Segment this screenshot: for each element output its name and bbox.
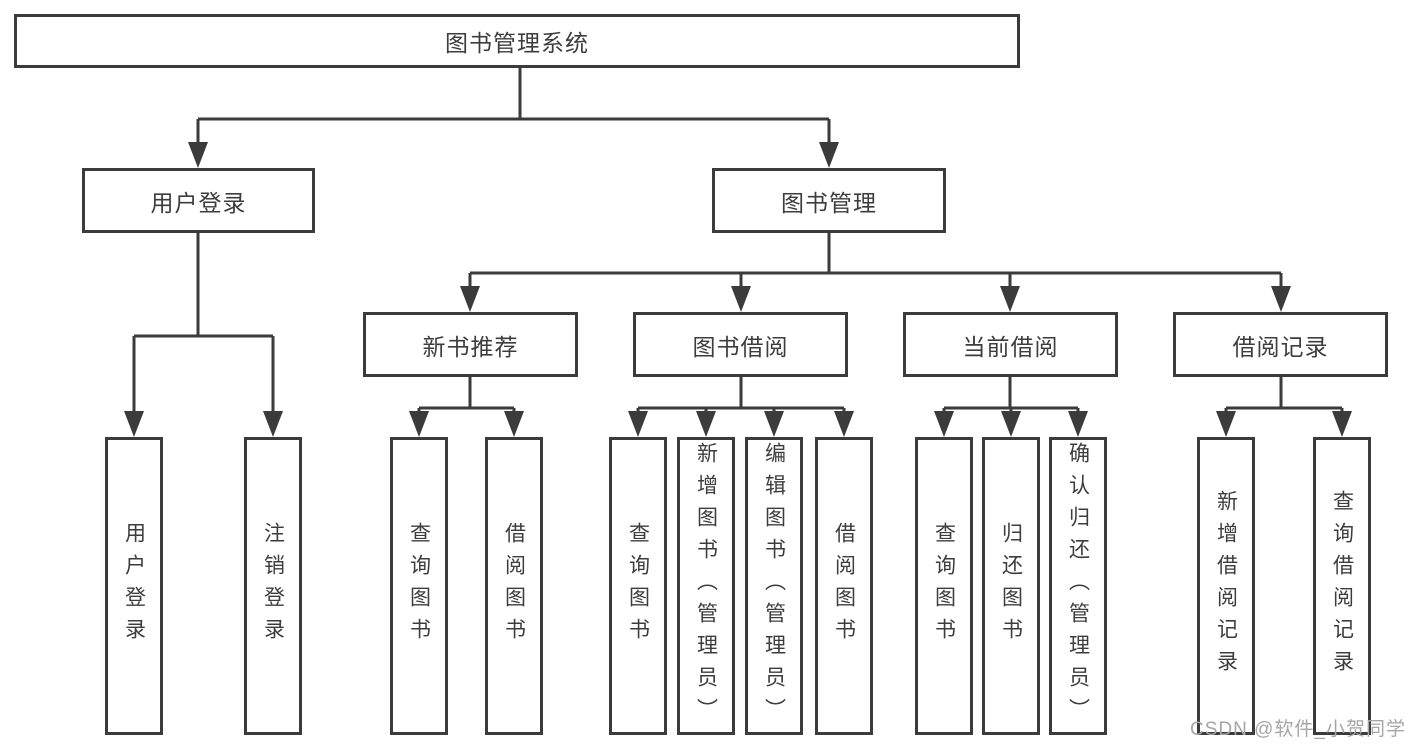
node-label: 用户登录: [150, 189, 247, 216]
node-label: 借阅记录: [1232, 333, 1329, 360]
node-current-borrowing: 当前借阅: [903, 312, 1118, 377]
node-borrowing-records: 借阅记录: [1173, 312, 1388, 377]
node-book-borrowing: 图书借阅: [633, 312, 848, 377]
leaf-query-books-recommend: 查询图书: [390, 437, 448, 735]
leaf-user-login: 用户登录: [105, 437, 163, 735]
leaf-label: 新增借阅记录: [1214, 490, 1238, 682]
leaf-query-books-current: 查询图书: [915, 437, 973, 735]
leaf-label: 查询图书: [932, 522, 956, 650]
node-book-management-branch: 图书管理: [712, 168, 946, 233]
leaf-label: 借阅图书: [502, 522, 526, 650]
leaf-label: 确认归还（管理员）: [1066, 442, 1090, 730]
leaf-label: 新增图书（管理员）: [694, 442, 718, 730]
leaf-label: 用户登录: [122, 522, 146, 650]
leaf-logout: 注销登录: [244, 437, 302, 735]
leaf-label: 编辑图书（管理员）: [762, 442, 786, 730]
leaf-label: 查询借阅记录: [1330, 490, 1354, 682]
leaf-borrow-books-recommend: 借阅图书: [485, 437, 543, 735]
leaf-edit-book-admin: 编辑图书（管理员）: [745, 437, 803, 735]
node-root-library-management-system: 图书管理系统: [14, 14, 1020, 68]
leaf-label: 查询图书: [626, 522, 650, 650]
csdn-watermark: CSDN @软件_小贺同学: [1190, 719, 1405, 740]
leaf-return-books: 归还图书: [982, 437, 1040, 735]
node-new-book-recommendation: 新书推荐: [363, 312, 578, 377]
arrowhead-icons: [124, 142, 1352, 437]
leaf-add-book-admin: 新增图书（管理员）: [677, 437, 735, 735]
leaf-label: 查询图书: [407, 522, 431, 650]
node-label: 图书管理系统: [445, 30, 589, 56]
leaf-borrow-books-borrowing: 借阅图书: [815, 437, 873, 735]
leaf-confirm-return-admin: 确认归还（管理员）: [1049, 437, 1107, 735]
leaf-query-books-borrowing: 查询图书: [609, 437, 667, 735]
leaf-add-borrowing-record: 新增借阅记录: [1197, 437, 1255, 735]
leaf-label: 注销登录: [261, 522, 285, 650]
leaf-query-borrowing-record: 查询借阅记录: [1313, 437, 1371, 735]
node-label: 图书借阅: [692, 333, 789, 360]
node-label: 新书推荐: [422, 333, 519, 360]
node-label: 当前借阅: [962, 333, 1059, 360]
node-label: 图书管理: [781, 189, 877, 216]
leaf-label: 归还图书: [999, 522, 1023, 650]
node-user-login-branch: 用户登录: [82, 168, 315, 233]
leaf-label: 借阅图书: [832, 522, 856, 650]
